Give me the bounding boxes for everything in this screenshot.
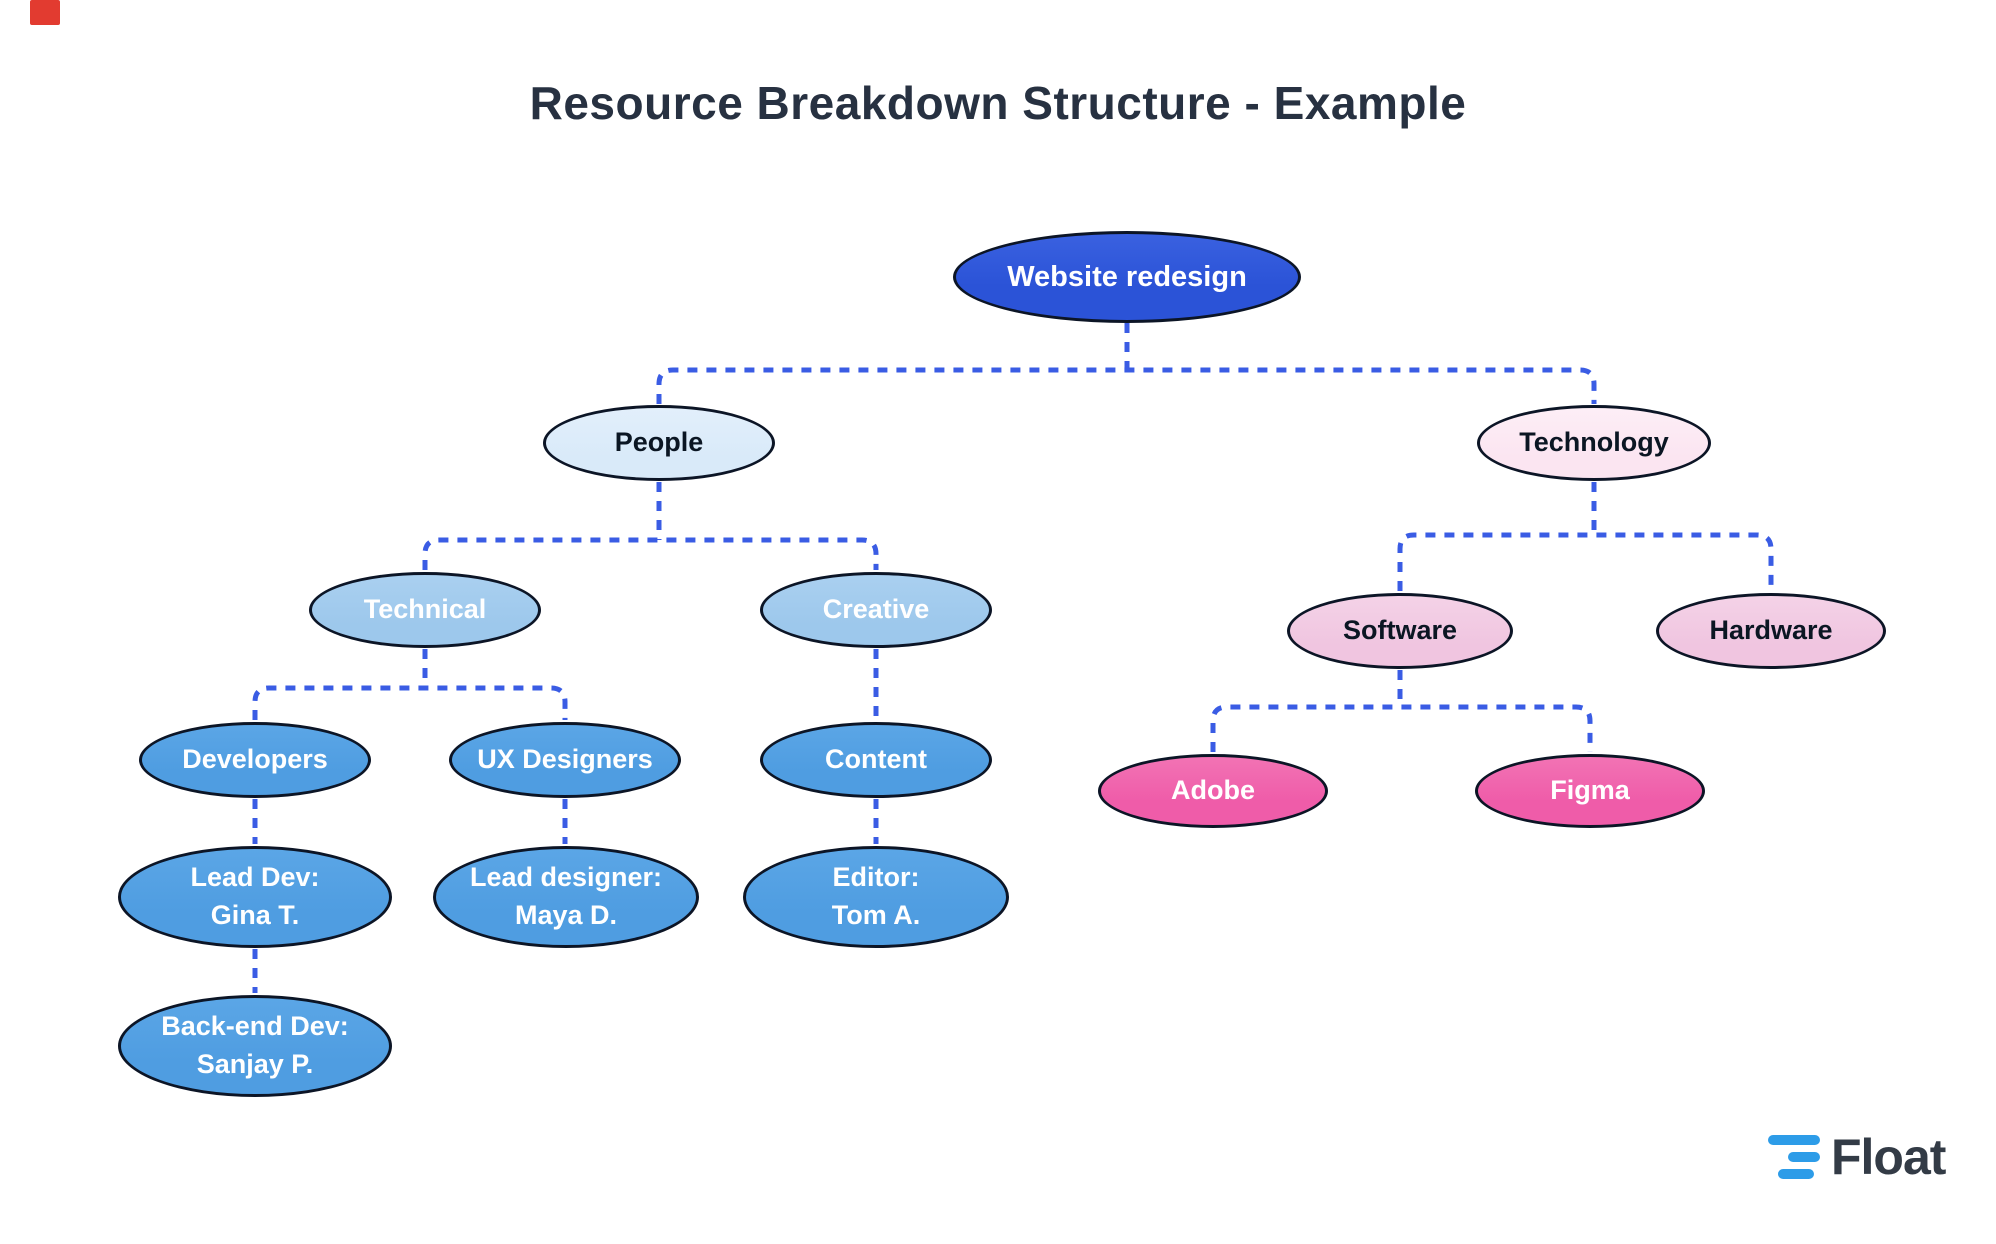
- node-website-redesign: Website redesign: [953, 231, 1301, 323]
- connector-root-bracket: [656, 367, 1597, 404]
- node-technology: Technology: [1477, 405, 1711, 481]
- node-hardware: Hardware: [1656, 593, 1886, 669]
- node-backend-dev: Back-end Dev: Sanjay P.: [118, 995, 392, 1097]
- connector-technology-bracket: [1397, 532, 1774, 591]
- node-software: Software: [1287, 593, 1513, 669]
- node-people: People: [543, 405, 775, 481]
- node-adobe: Adobe: [1098, 754, 1328, 828]
- node-content: Content: [760, 722, 992, 798]
- connector-software-bracket: [1210, 704, 1593, 752]
- float-logo-text: Float: [1831, 1129, 1946, 1185]
- float-logo-bar-bottom: [1778, 1168, 1814, 1179]
- node-ux-designers: UX Designers: [449, 722, 681, 798]
- node-editor: Editor: Tom A.: [743, 846, 1009, 948]
- node-lead-designer: Lead designer: Maya D.: [433, 846, 699, 948]
- node-developers: Developers: [139, 722, 371, 798]
- red-corner-marker: [30, 0, 60, 25]
- float-logo-bar-middle: [1788, 1151, 1820, 1162]
- node-creative: Creative: [760, 572, 992, 648]
- node-lead-dev: Lead Dev: Gina T.: [118, 846, 392, 948]
- connector-people-bracket: [422, 537, 879, 570]
- float-logo-bar-top: [1768, 1134, 1820, 1145]
- node-figma: Figma: [1475, 754, 1705, 828]
- float-logo: Float: [1768, 1128, 1946, 1186]
- node-technical: Technical: [309, 572, 541, 648]
- float-logo-icon: [1768, 1134, 1822, 1180]
- connector-technical-bracket: [252, 685, 568, 720]
- page-title: Resource Breakdown Structure - Example: [529, 77, 1467, 129]
